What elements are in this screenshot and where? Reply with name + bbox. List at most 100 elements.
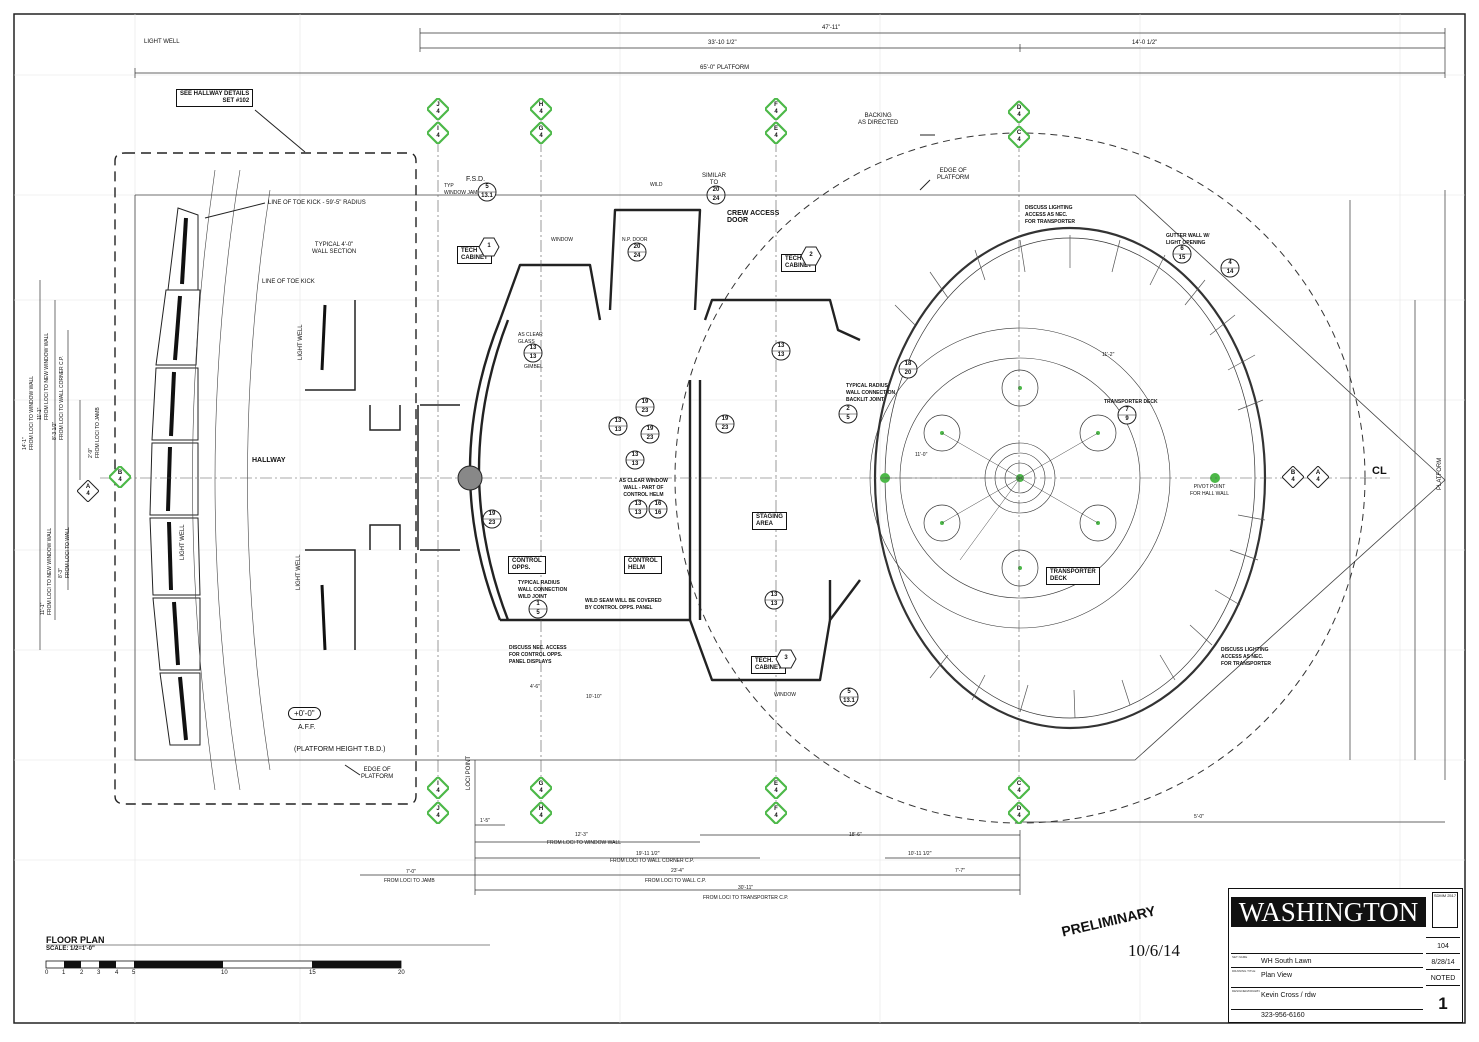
light-well-label-1: LIGHT WELL [298, 324, 304, 360]
typical-radius-wild-note: TYPICAL RADIUS WALL CONNECTION WILD JOIN… [518, 580, 568, 600]
cabinet-tag-3: 3 [775, 648, 797, 670]
dim-10-10: 10'-10" [586, 694, 602, 700]
edge-of-platform-top: EDGE OF PLATFORM [937, 168, 970, 181]
gutter-wall-note: GUTTER WALL W/ LIGHT OPENING [1166, 233, 1210, 246]
dim-11-0: 11'-0" [915, 452, 928, 458]
backing-note: BACKING AS DIRECTED [858, 113, 899, 126]
hallway-dashed-outline [114, 152, 417, 805]
similar-to-label: SIMILAR TO [702, 173, 727, 186]
control-helm-label: CONTROL HELM [624, 556, 662, 574]
toe-kick-label: LINE OF TOE KICK [262, 279, 315, 285]
gimbel-label: GIMBEL [524, 364, 543, 370]
left-dim-3: 8'-3 1/2" FROM LOCI TO WALL CORNER C.P. [52, 355, 65, 440]
loci-point-label: LOCI POINT [466, 755, 472, 790]
title-block: WASHINGTON SDMM 2517 SET NAME WH South L… [1228, 888, 1463, 1023]
sheet-number-cell: 1 [1426, 985, 1460, 1022]
dim-top-right: 14'-0 1/2" [1132, 40, 1158, 46]
hallway-walls [305, 300, 460, 650]
dim-10-11: 10'-11 1/2" [908, 851, 932, 857]
cabinet-tag-1: 1 [478, 236, 500, 258]
union-seal: SDMM 2517 [1432, 892, 1458, 928]
top-dimension-lines [134, 28, 1446, 78]
dim-11-2: 11'-2" [1102, 352, 1115, 358]
dim-loci-jamb: FROM LOCI TO JAMB [384, 878, 435, 884]
left-dimension-lines [39, 280, 81, 650]
hallway-details-note: SEE HALLWAY DETAILS SET #102 [176, 89, 254, 107]
dim-7-7: 7'-7" [955, 868, 965, 874]
background-grid [14, 14, 1465, 1023]
floor-plan-title: FLOOR PLAN [46, 935, 105, 945]
crew-access-door-label: CREW ACCESS DOOR [727, 210, 780, 224]
centerlines [100, 100, 1390, 820]
dim-7-0: 7'-0" [406, 869, 416, 875]
dim-loci-wallcorner: FROM LOCI TO WALL CORNER C.P. [610, 858, 695, 864]
set-name-row: SET NAME WH South Lawn [1231, 953, 1423, 968]
dim-loci-window: FROM LOCI TO WINDOW WALL [547, 840, 622, 846]
left-dim-1: 14'-1" FROM LOCI TO WINDOW WALL [22, 375, 35, 450]
drawing-title-row: DRAWING TITLE Plan View [1231, 967, 1423, 982]
typical-radius-backlit-note: TYPICAL RADIUS WALL CONNECTION BACKLIT J… [846, 383, 896, 403]
wild-seam-note: WILD SEAM WILL BE COVERED BY CONTROL OPP… [585, 598, 662, 611]
transporter-deck-small-label: TRANSPORTER DECK [1104, 399, 1158, 405]
left-dim-4: 2'-9" FROM LOCI TO JAMB [88, 407, 101, 458]
scale-tick: 20 [398, 970, 405, 976]
overall-dim: 47'-11" [822, 25, 841, 31]
left-dim-6: 8'-3" FROM LOCI TO WALL [58, 527, 71, 578]
scale-tick: 0 [45, 970, 49, 976]
light-well-label-top: LIGHT WELL [144, 39, 180, 45]
loci-point-symbol [457, 465, 483, 491]
designer: Kevin Cross / rdw [1261, 992, 1316, 999]
scale-tick: 1 [62, 970, 66, 976]
as-clear-glass-label: AS CLEAR GLASS [518, 332, 543, 345]
platform-height-note: (PLATFORM HEIGHT T.B.D.) [294, 746, 386, 753]
platform-right-label: PLATFORM [1437, 457, 1443, 490]
window-top-label: WINDOW [551, 237, 573, 243]
left-dim-5: 11'-1" FROM LOCI TO NEW WINDOW WALL [40, 527, 53, 615]
dim-4-6: 4'-6" [530, 684, 540, 690]
radius-arcs [192, 169, 271, 791]
hallway-label: HALLWAY [252, 457, 286, 464]
aff-value: +0'-0" [288, 707, 321, 720]
scale-tick: 3 [97, 970, 101, 976]
inner-window-glass [320, 304, 327, 651]
right-dimension-lines [1349, 190, 1446, 780]
scale-tick: 5 [132, 970, 136, 976]
dim-30-11: 30'-11" [738, 885, 754, 891]
scale-tick: 2 [80, 970, 84, 976]
toe-kick-radius-label: LINE OF TOE KICK - 59'-5" RADIUS [268, 200, 366, 206]
light-well-label-2: LIGHT WELL [180, 524, 186, 560]
light-well-label-3: LIGHT WELL [296, 554, 302, 590]
aff-label: A.F.F. [298, 724, 316, 731]
dim-18-6: 18'-6" [849, 832, 862, 838]
transporter-pads [923, 369, 1117, 587]
